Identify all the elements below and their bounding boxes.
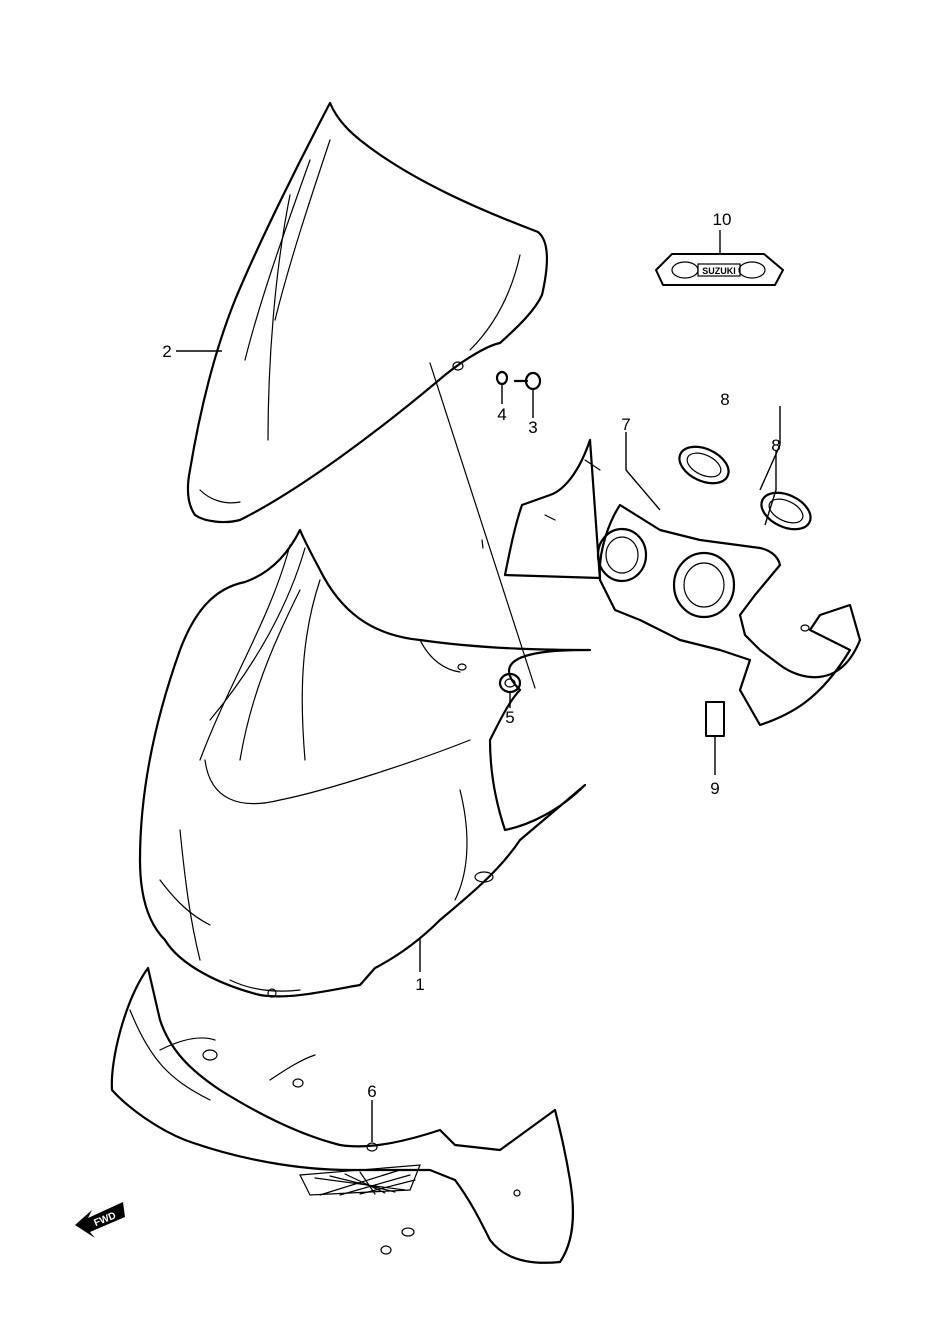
rubber-ring-2[interactable] bbox=[756, 486, 817, 537]
callout-6: 6 bbox=[367, 1082, 376, 1101]
callout-1: 1 bbox=[415, 975, 424, 994]
emblem-text: SUZUKI bbox=[702, 266, 736, 276]
callout-2: 2 bbox=[162, 342, 171, 361]
callout-9: 9 bbox=[710, 779, 719, 798]
cushion[interactable] bbox=[705, 701, 725, 737]
callout-7: 7 bbox=[621, 415, 630, 434]
callout-3: 3 bbox=[528, 418, 537, 437]
forward-arrow: FWD bbox=[75, 1202, 125, 1238]
callout-8-left: 8 bbox=[720, 390, 729, 409]
callout-8-right: 8 bbox=[771, 436, 780, 455]
callout-4: 4 bbox=[497, 405, 506, 424]
windscreen[interactable] bbox=[186, 101, 549, 524]
callout-10: 10 bbox=[713, 210, 732, 229]
forward-arrow-label: FWD bbox=[92, 1210, 117, 1229]
washer[interactable] bbox=[495, 370, 509, 386]
inner-panel[interactable] bbox=[503, 438, 862, 727]
rubber-ring-1[interactable] bbox=[674, 440, 735, 491]
screw[interactable] bbox=[513, 371, 542, 391]
suzuki-emblem[interactable]: SUZUKI bbox=[655, 253, 784, 286]
upper-cowl[interactable] bbox=[138, 528, 592, 998]
callout-5: 5 bbox=[505, 708, 514, 727]
under-cowl[interactable] bbox=[110, 966, 575, 1264]
